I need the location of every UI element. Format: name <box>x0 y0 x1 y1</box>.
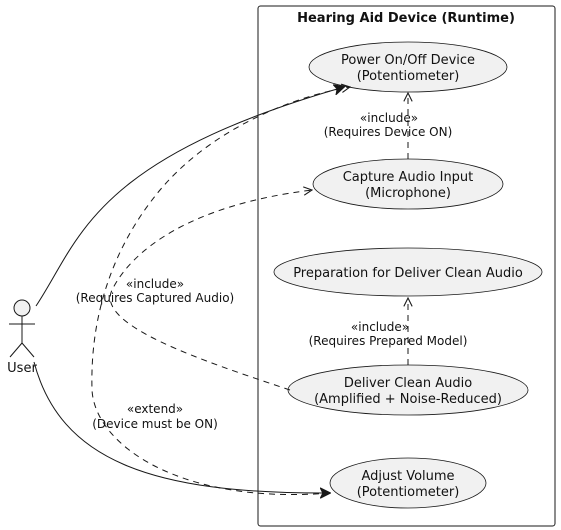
use-case-volume-label: Adjust Volume <box>361 469 454 484</box>
actor-label: User <box>7 361 37 376</box>
association-user-power <box>35 87 344 307</box>
actor-user[interactable]: User <box>7 299 37 376</box>
include-capture-power-note: (Requires Device ON) <box>324 125 453 139</box>
extend-volume-power <box>91 87 350 495</box>
use-case-capture-label: Capture Audio Input <box>343 170 474 185</box>
use-case-power-label: Power On/Off Device <box>341 53 475 68</box>
association-user-volume <box>33 361 330 493</box>
use-case-capture-sublabel: (Microphone) <box>365 186 451 201</box>
use-case-prep[interactable]: Preparation for Deliver Clean Audio <box>273 247 543 297</box>
include-deliver-capture <box>109 190 312 391</box>
use-case-power-sublabel: (Potentiometer) <box>357 69 460 84</box>
use-case-deliver-label: Deliver Clean Audio <box>344 376 472 391</box>
include-deliver-capture-stereotype: «include» <box>126 277 184 291</box>
use-case-deliver-sublabel: (Amplified + Noise-Reduced) <box>314 392 502 407</box>
use-case-power[interactable]: Power On/Off Device (Potentiometer) <box>308 41 508 93</box>
system-title: Hearing Aid Device (Runtime) <box>297 11 515 26</box>
use-case-capture[interactable]: Capture Audio Input (Microphone) <box>312 158 504 210</box>
use-case-volume[interactable]: Adjust Volume (Potentiometer) <box>329 457 487 509</box>
include-capture-power-stereotype: «include» <box>360 111 418 125</box>
include-deliver-prep-note: (Requires Prepared Model) <box>309 334 468 348</box>
extend-volume-power-note: (Device must be ON) <box>92 417 218 431</box>
use-case-prep-label: Preparation for Deliver Clean Audio <box>293 266 523 281</box>
extend-volume-power-stereotype: «extend» <box>127 402 183 416</box>
include-deliver-capture-note: (Requires Captured Audio) <box>76 291 234 305</box>
include-deliver-prep-stereotype: «include» <box>351 320 409 334</box>
use-case-volume-sublabel: (Potentiometer) <box>357 485 460 500</box>
use-case-deliver[interactable]: Deliver Clean Audio (Amplified + Noise-R… <box>287 364 529 416</box>
